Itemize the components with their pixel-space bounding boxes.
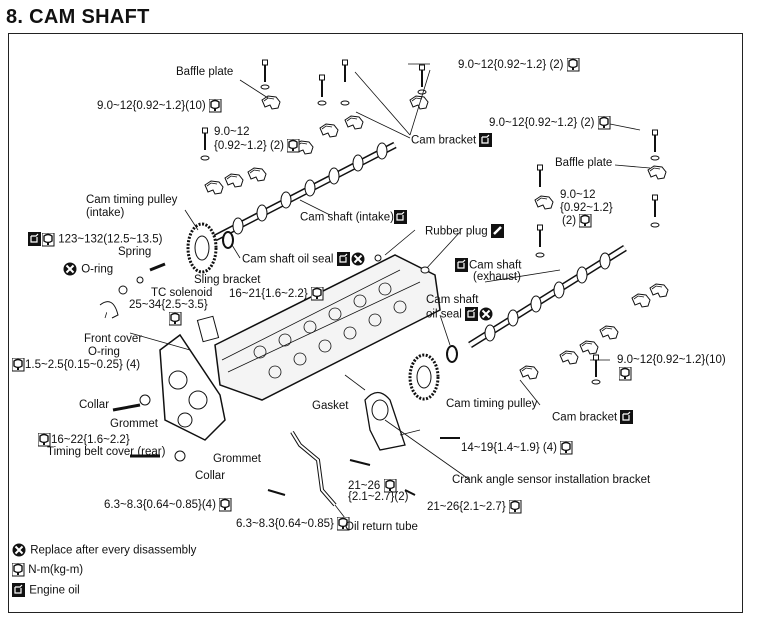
label-spring: Spring <box>118 246 152 258</box>
torque-icon <box>208 99 222 113</box>
torque-icon <box>38 433 51 447</box>
label-torque-left-2-b: {0.92~1.2} (2) <box>214 139 300 153</box>
label-torque-left-10: 9.0~12{0.92~1.2}(10) <box>97 99 222 113</box>
cam-shaft-intake-shape <box>213 141 397 242</box>
legend-oil: Engine oil <box>12 583 80 598</box>
torque-icon <box>287 139 300 153</box>
oil-seal-exhaust-shape <box>446 345 458 363</box>
label-torque-25-34: 25~34{2.5~3.5} <box>129 299 208 326</box>
label-torque-6-3-4: 6.3~8.3{0.64~0.85}(4) <box>104 498 232 512</box>
oil-icon <box>336 252 351 267</box>
torque-icon <box>566 58 580 72</box>
legend-torque: N-m(kg-m) <box>12 563 83 577</box>
timing-belt-cover-shape <box>159 333 226 441</box>
label-gasket: Gasket <box>312 400 349 412</box>
washers <box>200 84 660 385</box>
cam-shaft-exhaust-shape <box>468 245 627 348</box>
torque-icon <box>219 498 232 512</box>
legend-replace: Replace after every disassembly <box>12 543 196 558</box>
cylinder-head-shape <box>214 254 441 401</box>
label-crank-angle-bracket: Crank angle sensor installation bracket <box>452 474 651 486</box>
label-grommet-2: Grommet <box>213 453 261 465</box>
label-torque-left-2-a: 9.0~12 <box>214 126 250 138</box>
replace-icon <box>12 543 27 558</box>
label-torque-16-21: 16~21{1.6~2.2} <box>229 287 324 301</box>
torque-icon <box>579 214 592 228</box>
label-torque-14-19: 14~19{1.4~1.9} (4) <box>461 441 573 455</box>
oil-icon <box>455 258 469 273</box>
cam-pulley-intake-shape <box>186 222 218 274</box>
oil-icon <box>393 210 408 225</box>
label-torque-right-10: 9.0~12{0.92~1.2}(10) <box>617 354 726 381</box>
label-cam-shaft-oil-seal-r-a: Cam shaft <box>426 294 479 306</box>
label-baffle-plate-left: Baffle plate <box>176 66 234 78</box>
oil-icon <box>12 583 26 598</box>
label-torque-21-26-c: 21~26{2.1~2.7} <box>427 500 522 514</box>
label-tc-solenoid: TC solenoid <box>151 287 213 299</box>
label-torque-top-right: 9.0~12{0.92~1.2} (2) <box>458 58 580 72</box>
label-torque-21-26-b: {2.1~2.7}(2) <box>348 491 409 503</box>
oil-icon <box>465 307 479 322</box>
label-torque-16-22: 16~22{1.6~2.2} <box>38 433 130 447</box>
label-torque-123: 123~132(12.5~13.5) <box>28 232 162 247</box>
leader-lines <box>104 63 651 519</box>
label-torque-right-2b-b: {0.92~1.2} <box>560 202 613 214</box>
label-o-ring-2: O-ring <box>88 346 120 358</box>
oil-icon <box>28 232 42 247</box>
cam-pulley-exhaust-shape <box>408 353 440 401</box>
torque-icon <box>310 287 324 301</box>
label-torque-right-2b-c: (2) <box>562 214 592 228</box>
label-cam-bracket-top: Cam bracket <box>411 133 493 148</box>
label-grommet-1: Grommet <box>110 418 158 430</box>
replace-icon <box>479 307 494 322</box>
label-collar-2: Collar <box>195 470 226 482</box>
torque-icon <box>42 232 55 247</box>
oil-icon <box>620 410 634 425</box>
label-torque-right-2b-a: 9.0~12 <box>560 189 596 201</box>
misc-parts <box>99 254 460 496</box>
torque-icon <box>169 312 182 326</box>
label-cam-timing-pulley-exh: Cam timing pulley <box>446 398 538 410</box>
oil-icon <box>479 133 493 148</box>
label-cam-shaft-oil-seal: Cam shaft oil seal <box>242 252 366 267</box>
label-oil-return-tube: Oil return tube <box>345 521 418 533</box>
replace-icon <box>350 252 366 267</box>
oil-seal-intake-shape <box>222 231 234 249</box>
torque-icon <box>12 563 25 577</box>
replace-icon <box>63 262 78 277</box>
label-cam-shaft-exhaust-b: (exhaust) <box>473 271 521 283</box>
label-cam-timing-pulley-intake-b: (intake) <box>86 207 125 219</box>
crank-angle-bracket-shape <box>364 391 406 451</box>
torque-icon <box>12 358 25 372</box>
label-torque-6-3: 6.3~8.3{0.64~0.85} <box>236 517 350 531</box>
diagram-frame <box>8 33 743 613</box>
seal-icon <box>490 224 504 238</box>
label-torque-right-2: 9.0~12{0.92~1.2} (2) <box>489 116 611 130</box>
label-front-cover: Front cover <box>84 333 143 345</box>
label-sling-bracket: Sling bracket <box>194 274 261 286</box>
torque-icon <box>560 441 573 455</box>
label-timing-belt-cover: Timing belt cover (rear) <box>47 446 166 458</box>
label-rubber-plug: Rubber plug <box>425 224 505 239</box>
label-cam-shaft-intake: Cam shaft (intake) <box>300 210 408 225</box>
torque-icon <box>508 500 522 514</box>
label-cam-shaft-oil-seal-r-b: oil seal <box>426 307 494 322</box>
label-cam-timing-pulley-intake-a: Cam timing pulley <box>86 194 178 206</box>
label-o-ring: O-ring <box>63 262 113 277</box>
label-cam-bracket-bottom: Cam bracket <box>552 410 634 425</box>
label-collar-1: Collar <box>79 399 110 411</box>
label-baffle-plate-right: Baffle plate <box>555 157 613 169</box>
label-torque-1-5: 1.5~2.5{0.15~0.25} (4) <box>12 358 140 372</box>
torque-icon <box>619 367 632 381</box>
label-cam-shaft-exhaust-a: Cam shaft <box>455 258 521 273</box>
page-title: 8. CAM SHAFT <box>6 6 150 28</box>
label-torque-21-26-a: 21~26 <box>348 479 397 493</box>
torque-icon <box>597 116 611 130</box>
